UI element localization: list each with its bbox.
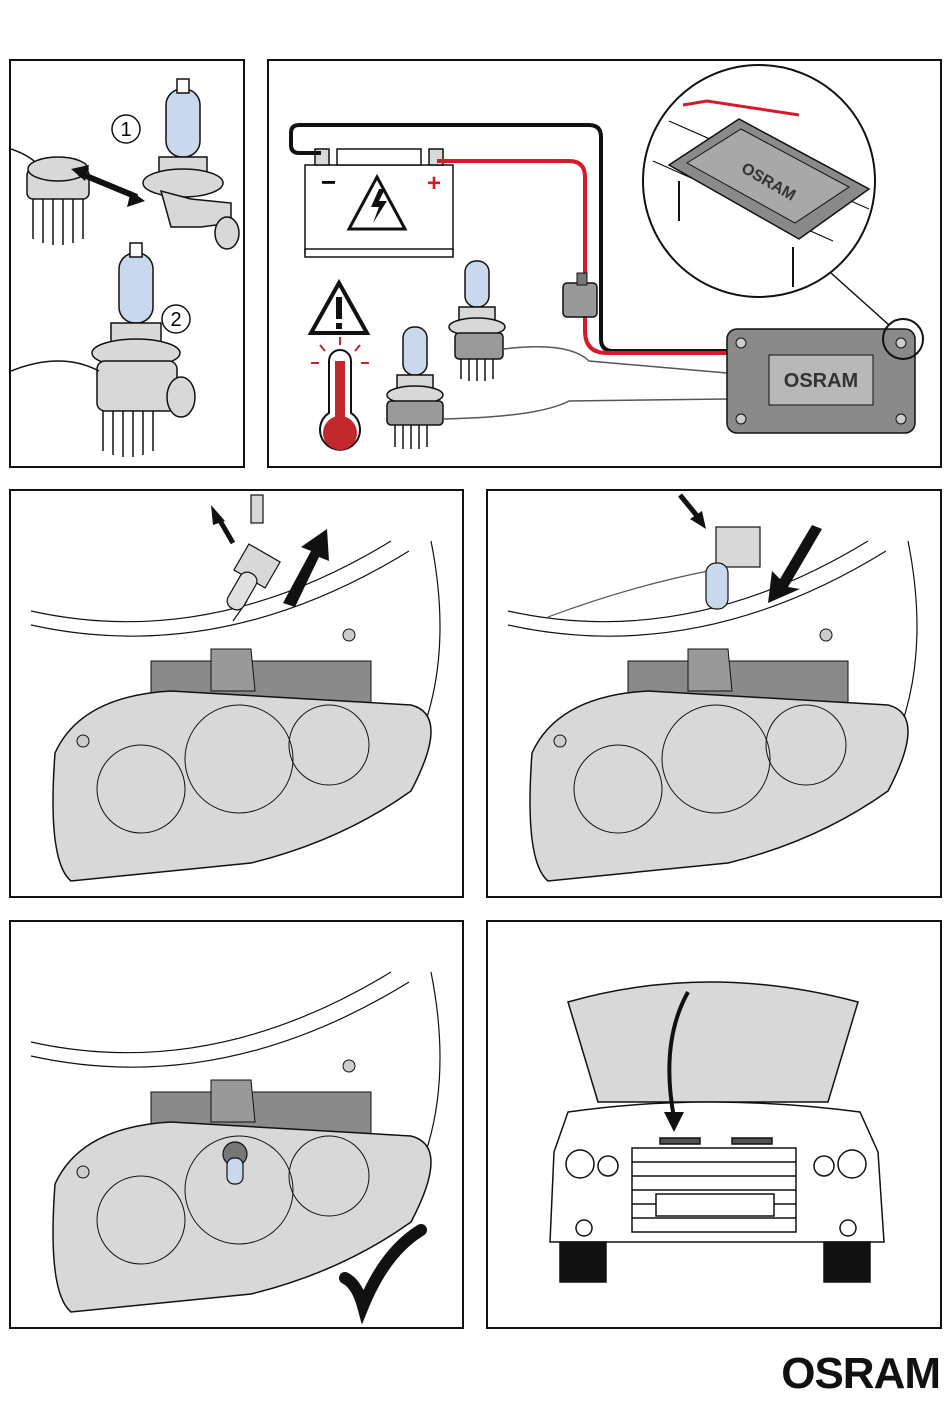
arrow-push-icon [768, 525, 822, 603]
arrow-pull-icon [283, 529, 329, 607]
panel-close-hood [486, 920, 942, 1329]
panel-remove-bulb [9, 489, 464, 898]
panel-step-bulb-exchange: 1 2 [9, 59, 245, 468]
insert-bulb-illustration [488, 491, 944, 900]
control-box-label: OSRAM [784, 370, 858, 392]
headlight-housing [53, 629, 431, 881]
open-hood [568, 982, 858, 1102]
headlight-housing [530, 629, 908, 881]
battery-minus: − [321, 167, 336, 197]
step-2-marker: 2 [162, 305, 190, 333]
installed-bulb [223, 1142, 247, 1184]
step-1-marker: 1 [112, 115, 140, 143]
bulb-2-assembled [92, 243, 195, 457]
battery-plus: + [427, 170, 441, 197]
bulb-socket-b [387, 327, 443, 449]
arrow-out-icon [211, 505, 233, 543]
bulb-exchange-illustration: 1 2 [11, 61, 247, 470]
panel-installed-check [9, 920, 464, 1329]
bulb-1 [143, 79, 239, 249]
osram-logo: OSRAM [781, 1352, 940, 1396]
svg-text:1: 1 [120, 119, 131, 141]
arrow-in-icon [680, 495, 706, 529]
svg-text:2: 2 [170, 309, 181, 331]
bulb-socket-a [449, 261, 505, 381]
thermometer-icon [311, 337, 369, 450]
wiring-illustration: − + [269, 61, 944, 470]
panel-wiring-diagram: − + [267, 59, 942, 468]
installed-bulb-illustration [11, 922, 466, 1331]
car-body [550, 1102, 884, 1282]
panel-insert-bulb [486, 489, 942, 898]
removed-bulb [224, 495, 280, 621]
fuse [563, 273, 597, 317]
warning-triangle-icon [311, 283, 367, 333]
car-close-hood-illustration [488, 922, 944, 1331]
remove-bulb-illustration [11, 491, 466, 900]
